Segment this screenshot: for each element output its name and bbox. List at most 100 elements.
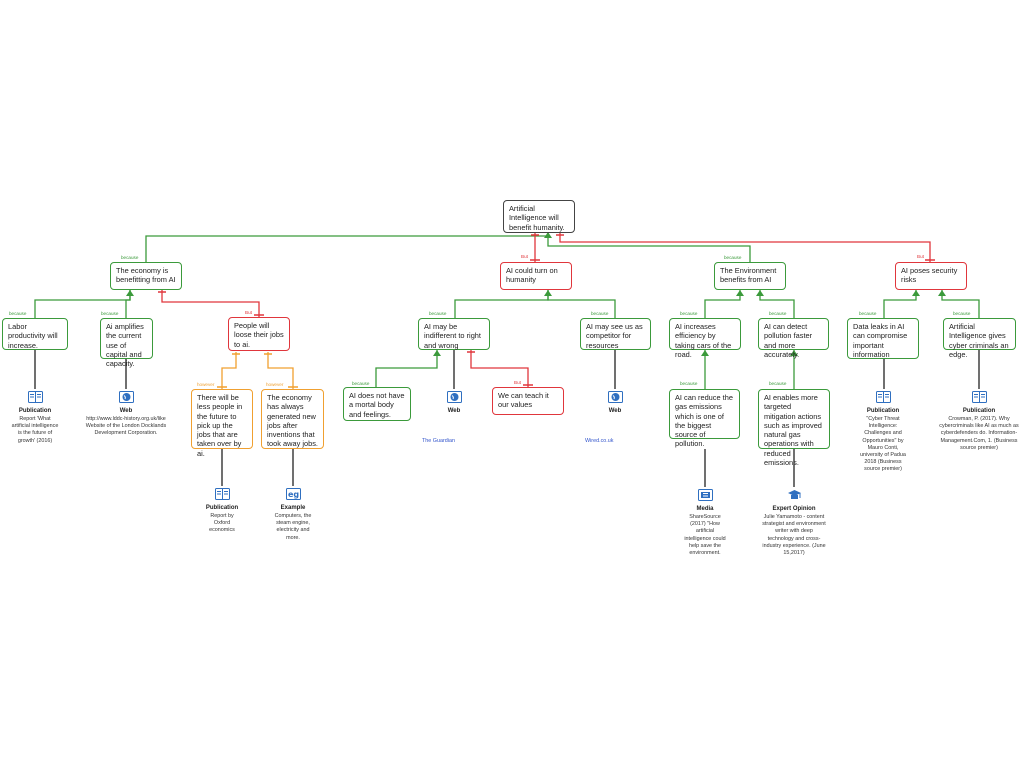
because-label: because	[724, 255, 742, 260]
but-label: But	[521, 254, 528, 259]
source-web[interactable]: Web	[409, 391, 499, 416]
objection-teach-values[interactable]: We can teach it our values	[492, 387, 564, 415]
arrowhead-environment	[736, 290, 744, 296]
source-type: Web	[608, 408, 622, 414]
arrowhead-economy	[126, 290, 134, 296]
connector-root-to-environment	[547, 233, 751, 263]
arrowhead-efficiency	[701, 350, 709, 356]
arrowhead-root-green	[544, 232, 552, 238]
rebuttal-less-people[interactable]: There will be less people in the future …	[191, 389, 253, 458]
example-icon: eg	[285, 488, 301, 500]
book-icon	[27, 391, 43, 403]
arrowhead-security	[912, 290, 920, 296]
reason-indifferent[interactable]: AI may be indifferent to right and wrong	[418, 318, 490, 350]
source-example[interactable]: eg Example Computers, the steam engine, …	[248, 488, 338, 542]
source-type: Example	[280, 505, 306, 511]
source-type: Publication	[962, 408, 996, 414]
but-label: But	[514, 380, 521, 385]
source-type: Web	[119, 408, 133, 414]
source-type: Web	[447, 408, 461, 414]
because-label: because	[101, 311, 119, 316]
arrowhead-environment-2	[756, 290, 764, 296]
because-label: because	[9, 311, 27, 316]
but-label: But	[917, 254, 924, 259]
source-expert-opinion[interactable]: Expert Opinion Julie Yamamoto - content …	[749, 489, 839, 557]
source-publication[interactable]: Publication Report 'What artificial inte…	[0, 391, 80, 445]
however-label: however	[266, 382, 284, 387]
claim-security-risks[interactable]: AI poses security risks	[895, 262, 967, 290]
claim-turn-on-humanity[interactable]: AI could turn on humanity	[500, 262, 572, 290]
source-type: Publication	[18, 408, 52, 414]
because-label: because	[591, 311, 609, 316]
globe-icon	[118, 391, 134, 403]
because-label: because	[352, 381, 370, 386]
but-label: But	[245, 310, 252, 315]
reason-mitigation[interactable]: AI enables more targeted mitigation acti…	[758, 389, 830, 467]
reason-amplifies-capital[interactable]: Ai amplifies the current use of capital …	[100, 318, 153, 368]
svg-text:eg: eg	[288, 490, 299, 499]
source-type: Media	[696, 506, 714, 512]
media-icon	[697, 489, 713, 501]
source-web[interactable]: Web	[570, 391, 660, 416]
because-label: because	[859, 311, 877, 316]
because-label: because	[680, 381, 698, 386]
connector-security-to-leaks	[883, 290, 917, 318]
because-label: because	[769, 311, 787, 316]
claim-economy[interactable]: The economy is benefitting from AI	[110, 262, 182, 290]
source-type: Publication	[866, 408, 900, 414]
source-link[interactable]: The Guardian	[422, 438, 455, 444]
source-media[interactable]: Media ShareSource (2017) "How artificial…	[660, 489, 750, 557]
source-publication[interactable]: Publication Crowman, P. (2017). Why cybe…	[932, 391, 1024, 452]
connector-indifferent-to-teach	[470, 350, 529, 387]
because-label: because	[121, 255, 139, 260]
source-publication[interactable]: Publication "Cyber Threat Intelligence: …	[838, 391, 928, 474]
connector-jobs-to-new-jobs	[267, 352, 294, 389]
source-publication[interactable]: Publication Report by Oxford economics	[177, 488, 267, 535]
because-label: because	[680, 311, 698, 316]
source-desc: Crowman, P. (2017). Why cybercriminals l…	[939, 416, 1019, 451]
book-icon	[214, 488, 230, 500]
source-desc: "Cyber Threat Intelligence: Challenges a…	[860, 416, 906, 473]
reason-cyber-criminals[interactable]: Artificial Intelligence gives cyber crim…	[943, 318, 1016, 359]
reason-data-leaks[interactable]: Data leaks in AI can compromise importan…	[847, 318, 919, 359]
reason-reduce-gas[interactable]: AI can reduce the gas emissions which is…	[669, 389, 740, 448]
connector-turn-on-to-indifferent	[454, 290, 549, 318]
source-desc: Julie Yamamoto - content strategist and …	[762, 514, 826, 557]
because-label: because	[953, 311, 971, 316]
connector-root-to-security	[559, 233, 931, 262]
reason-labor-productivity[interactable]: Labor productivity will increase.	[2, 318, 68, 350]
connector-environment-to-efficiency	[704, 290, 741, 318]
globe-icon	[446, 391, 462, 403]
reason-competitor[interactable]: AI may see us as competitor for resource…	[580, 318, 651, 350]
reason-efficiency[interactable]: AI increases efficiency by taking cars o…	[669, 318, 741, 359]
arrowhead-indifferent	[433, 350, 441, 356]
source-desc: Computers, the steam engine, electricity…	[274, 513, 312, 541]
because-label: because	[429, 311, 447, 316]
source-type: Publication	[205, 505, 239, 511]
connector-indifferent-to-mortal	[375, 350, 438, 387]
source-desc: Report 'What artificial intelligence is …	[11, 416, 59, 444]
source-desc: ShareSource (2017) "How artificial intel…	[684, 514, 726, 557]
because-label: because	[769, 381, 787, 386]
root-claim[interactable]: Artificial Intelligence will benefit hum…	[503, 200, 575, 233]
arrowhead-detect	[790, 350, 798, 356]
source-desc: Report by Oxford economics	[209, 513, 235, 534]
source-web[interactable]: Web http://www.lddc-history.org.uk/like …	[81, 391, 171, 438]
connector-root-to-economy	[145, 233, 549, 263]
book-icon	[875, 391, 891, 403]
reason-mortal-body[interactable]: AI does not have a mortal body and feeli…	[343, 387, 411, 421]
reason-detect-pollution[interactable]: AI can detect pollution faster and more …	[758, 318, 829, 359]
arrowhead-security-2	[938, 290, 946, 296]
rebuttal-new-jobs[interactable]: The economy has always generated new job…	[261, 389, 324, 449]
book-icon	[971, 391, 987, 403]
expert-icon	[787, 490, 801, 499]
reason-loose-jobs[interactable]: People will loose their jobs to ai.	[228, 317, 290, 351]
source-link[interactable]: Wired.co.uk	[585, 438, 614, 444]
claim-environment[interactable]: The Environment benefits from AI	[714, 262, 786, 290]
arrowhead-turn-on	[544, 290, 552, 296]
source-type: Expert Opinion	[772, 506, 816, 512]
connector-economy-to-jobs	[161, 290, 260, 317]
globe-icon	[607, 391, 623, 403]
source-desc: http://www.lddc-history.org.uk/like Webs…	[85, 416, 167, 437]
